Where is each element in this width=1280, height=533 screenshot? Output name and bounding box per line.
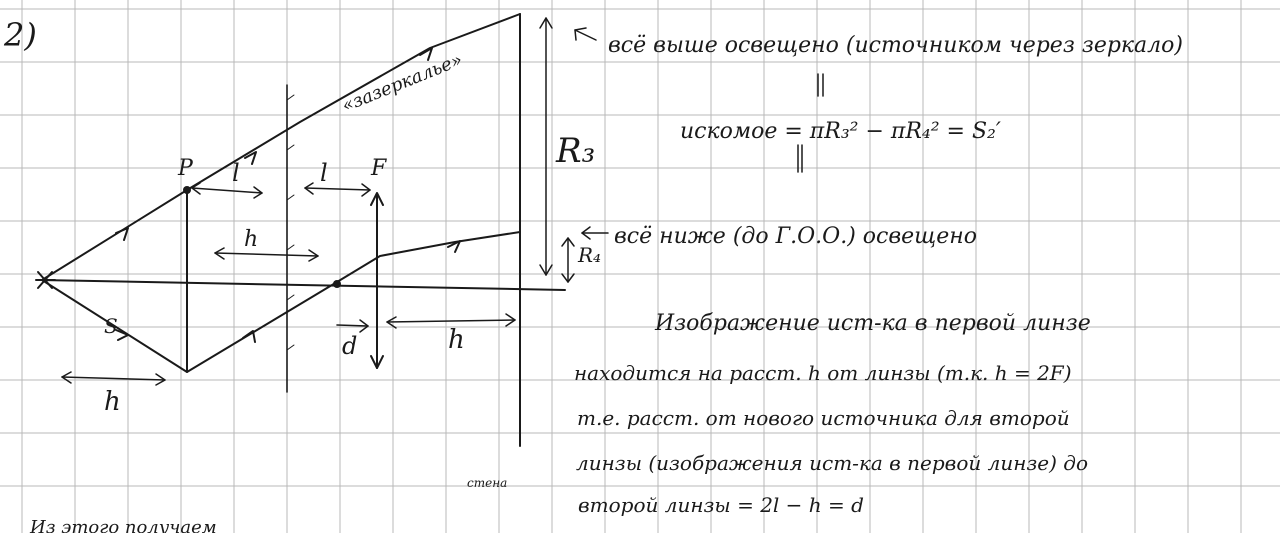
label-d: d (342, 332, 357, 360)
note-para-3: т.е. расст. от нового источника для втор… (577, 406, 1070, 430)
note-para-1: Изображение ист-ка в первой линзе (654, 311, 1091, 336)
image-point (333, 280, 341, 288)
problem-number: 2) (3, 16, 37, 54)
note-below-lit: всё ниже (до Г.О.О.) освещено (614, 224, 977, 249)
dimension-arrows (61, 17, 824, 386)
note-above-lit: всё выше освещено (источником через зерк… (608, 33, 1183, 58)
label-h-right: h (448, 325, 465, 355)
optical-axis (39, 279, 566, 291)
mirror-hatching (286, 94, 295, 351)
label-l-left: l (232, 159, 240, 187)
upper-ray (41, 13, 521, 281)
label-s: S (104, 314, 118, 338)
label-p: P (177, 156, 194, 181)
focus-point-P (183, 186, 191, 194)
note-para-2: находится на расст. h от линзы (т.к. h =… (574, 361, 1072, 385)
note-formula: искомое = πR₃² − πR₄² = S₂′ (680, 119, 1001, 144)
note-para-5: второй линзы = 2l − h = d (578, 493, 864, 517)
label-wall: стена (467, 476, 507, 490)
ray-arrows (115, 47, 461, 343)
label-f: F (370, 156, 387, 181)
label-r4: R₄ (577, 243, 601, 267)
label-l-right: l (320, 159, 328, 187)
label-mirror-world: «зазеркалье» (339, 49, 466, 116)
label-h-bottom: h (104, 387, 121, 417)
label-h-between: h (244, 227, 258, 252)
lower-ray (41, 231, 521, 373)
label-r3: R₃ (555, 131, 595, 171)
note-para-4: линзы (изображения ист-ка в первой линзе… (576, 451, 1088, 475)
note-cut-line: Из этого получаем (29, 517, 217, 533)
